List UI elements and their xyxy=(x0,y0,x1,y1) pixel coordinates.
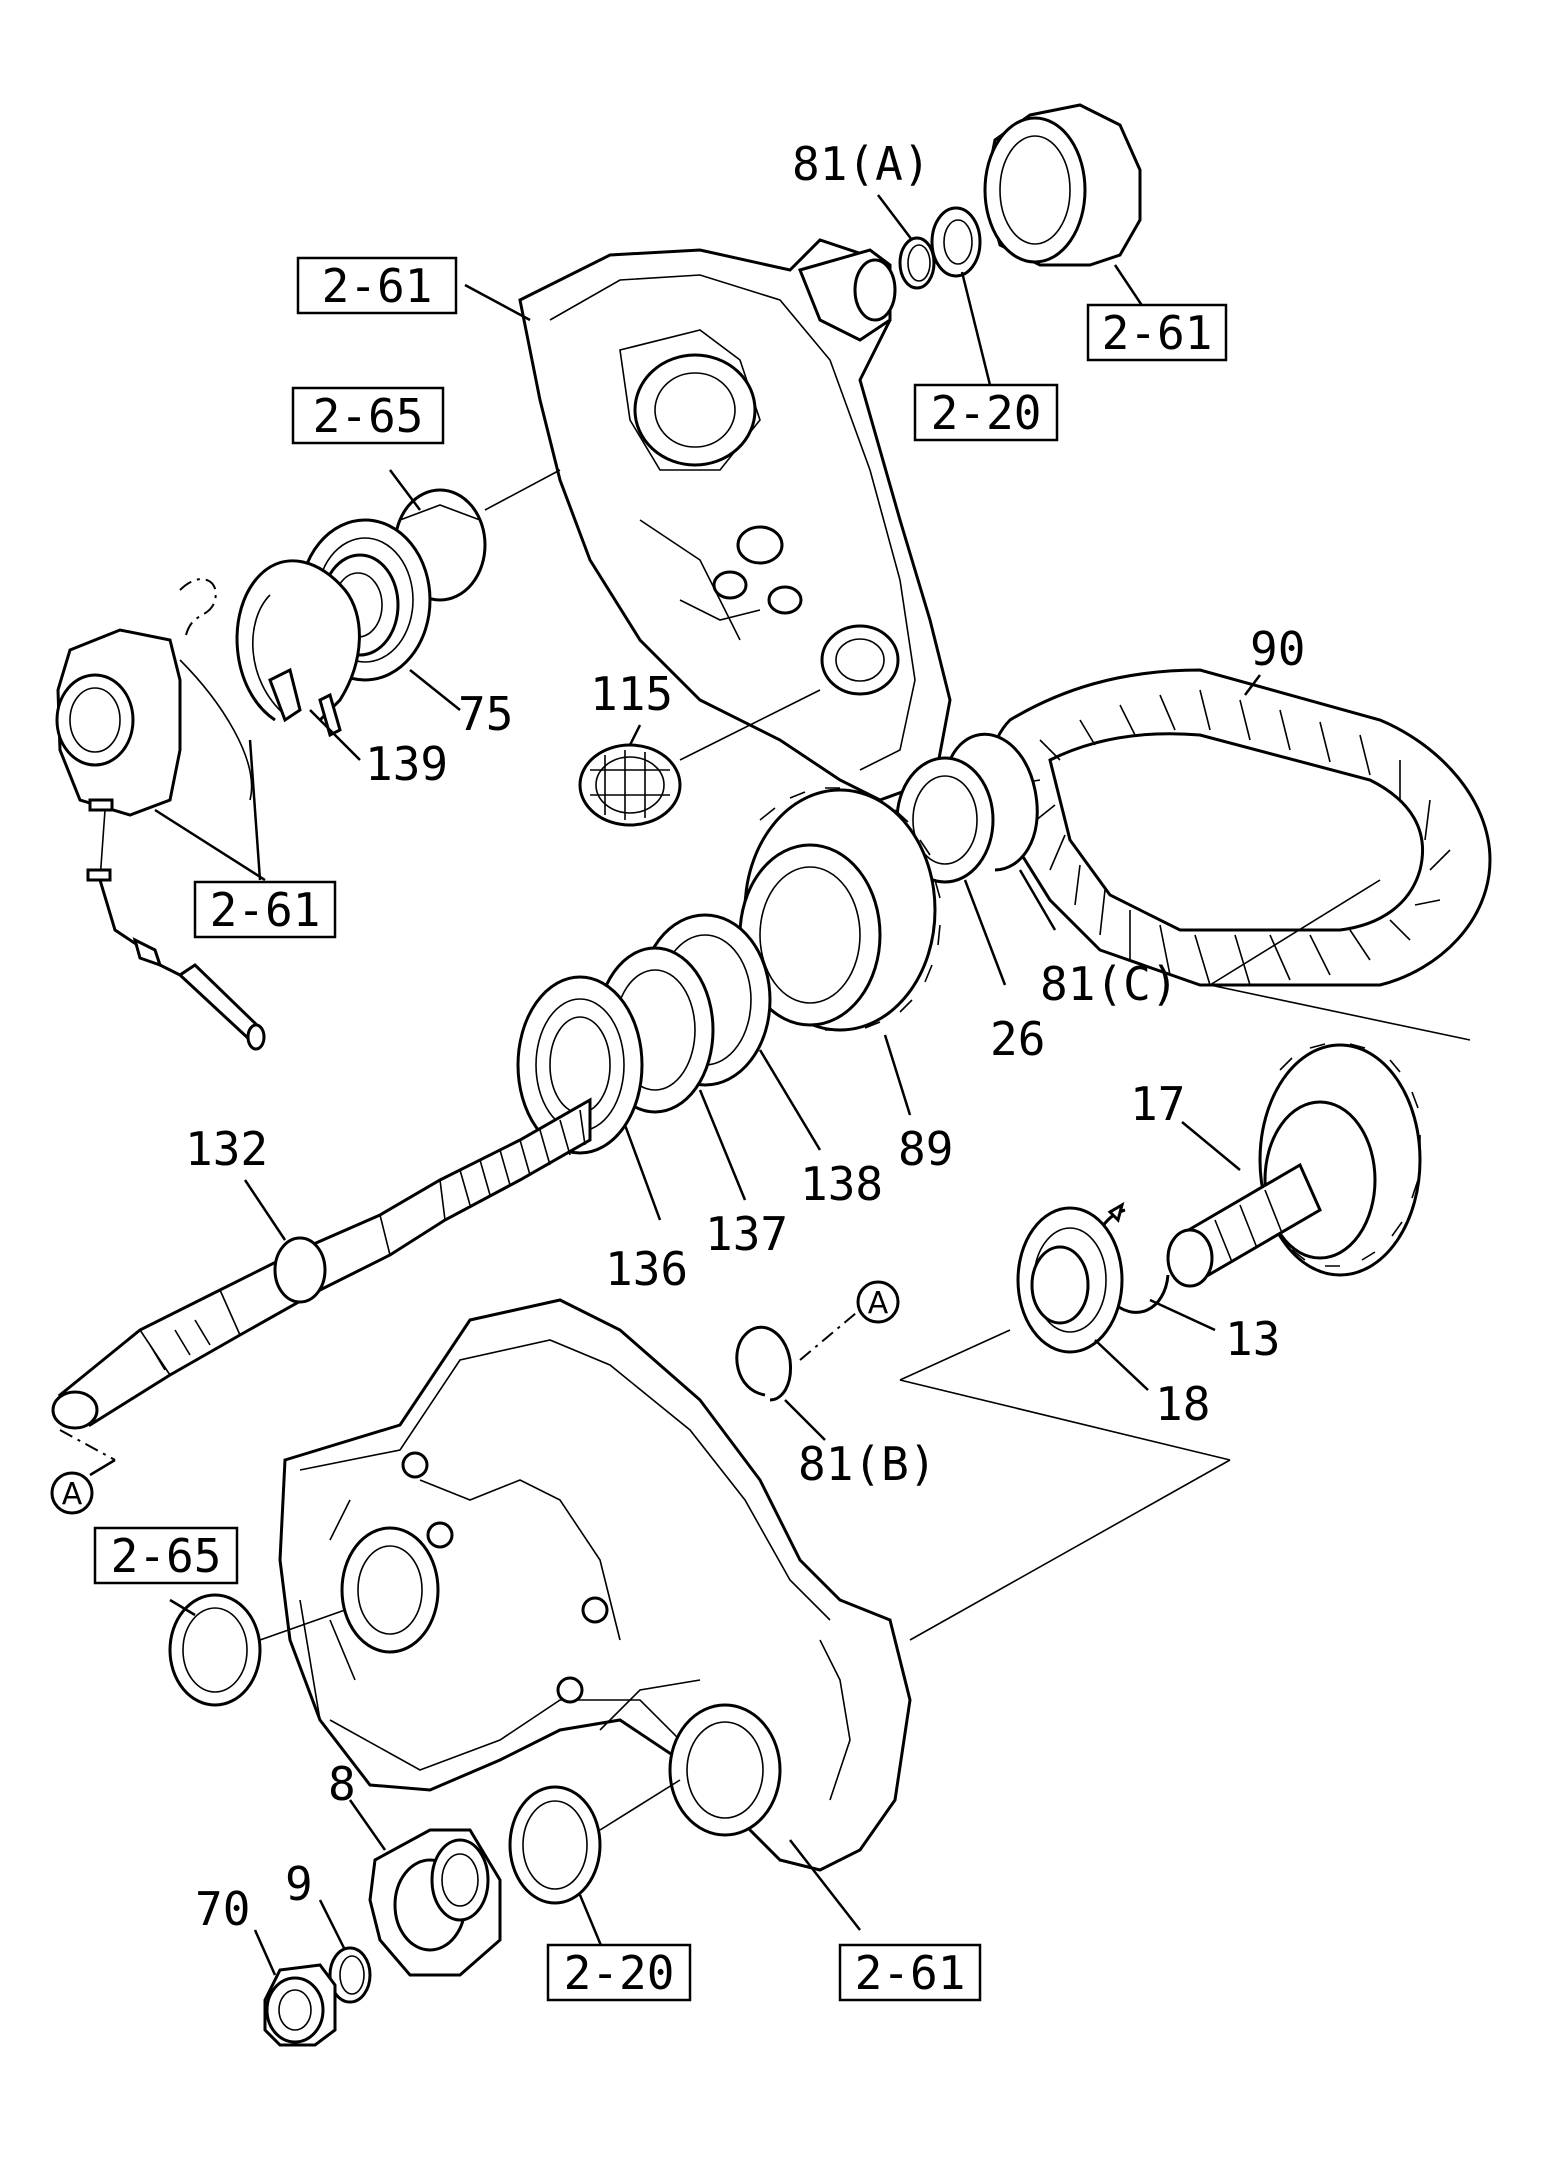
label-115: 115 xyxy=(590,667,673,721)
label-17: 17 xyxy=(1130,1077,1185,1131)
rear-housing-left xyxy=(55,578,266,1051)
bearing-18 xyxy=(1016,1206,1124,1354)
ref-box-2-20-top[interactable]: 2-20 xyxy=(913,383,1059,442)
svg-text:2-20: 2-20 xyxy=(931,386,1042,440)
sprocket-gear-89 xyxy=(738,787,941,1032)
rear-case-cover xyxy=(518,238,952,802)
label-132: 132 xyxy=(185,1122,268,1176)
ref-box-2-61-left[interactable]: 2-61 xyxy=(193,880,337,939)
end-cap-2-61 xyxy=(983,103,1142,267)
ref-box-2-61-top-right[interactable]: 2-61 xyxy=(1086,303,1228,362)
snap-ring-139 xyxy=(235,559,361,738)
label-70: 70 xyxy=(195,1882,250,1936)
label-81c: 81(C) xyxy=(1040,957,1178,1011)
label-9: 9 xyxy=(285,1857,313,1911)
label-81b: 81(B) xyxy=(798,1437,936,1491)
label-18: 18 xyxy=(1155,1377,1210,1431)
svg-text:2-61: 2-61 xyxy=(322,259,433,313)
needle-bearing-115 xyxy=(578,743,682,827)
svg-text:2-61: 2-61 xyxy=(855,1946,966,2000)
svg-text:A: A xyxy=(62,1477,83,1512)
label-137: 137 xyxy=(705,1207,788,1261)
label-90: 90 xyxy=(1250,622,1305,676)
svg-text:2-20: 2-20 xyxy=(564,1946,675,2000)
ref-box-2-61-top-left[interactable]: 2-61 xyxy=(296,256,458,315)
oil-seal-2-20-bottom xyxy=(508,1785,602,1905)
marker-a-left: A xyxy=(50,1471,94,1515)
marker-a-top: A xyxy=(856,1280,900,1324)
label-26: 26 xyxy=(990,1012,1045,1066)
flange-nut-70 xyxy=(263,1963,337,2047)
ref-box-2-65-top[interactable]: 2-65 xyxy=(291,386,445,445)
sleeve-136 xyxy=(516,975,644,1155)
main-shaft-132 xyxy=(51,1097,592,1430)
snap-ring-81b xyxy=(735,1325,792,1402)
oil-seal-2-65-bottom xyxy=(168,1593,262,1707)
svg-text:A: A xyxy=(868,1286,889,1321)
front-case xyxy=(278,1298,912,1872)
label-13: 13 xyxy=(1225,1312,1280,1366)
output-gear-17 xyxy=(1166,1043,1422,1288)
label-139: 139 xyxy=(365,737,448,791)
ref-box-2-20-bottom[interactable]: 2-20 xyxy=(546,1943,692,2002)
svg-text:2-65: 2-65 xyxy=(111,1529,222,1583)
label-81a: 81(A) xyxy=(792,137,930,191)
label-8: 8 xyxy=(328,1757,356,1811)
label-136: 136 xyxy=(605,1242,688,1296)
snap-ring-81a xyxy=(898,236,936,290)
companion-flange-8 xyxy=(368,1828,502,1977)
svg-text:2-61: 2-61 xyxy=(210,883,321,937)
label-75: 75 xyxy=(458,687,513,741)
label-89: 89 xyxy=(898,1122,953,1176)
bearing-2-20-top xyxy=(930,206,982,278)
ref-box-2-65-bottom[interactable]: 2-65 xyxy=(93,1526,239,1585)
svg-text:2-61: 2-61 xyxy=(1102,306,1213,360)
o-ring-9 xyxy=(328,1946,372,2004)
drive-chain-90 xyxy=(987,668,1492,987)
ref-box-2-61-bottom[interactable]: 2-61 xyxy=(838,1943,982,2002)
label-138: 138 xyxy=(800,1157,883,1211)
svg-text:2-65: 2-65 xyxy=(313,389,424,443)
